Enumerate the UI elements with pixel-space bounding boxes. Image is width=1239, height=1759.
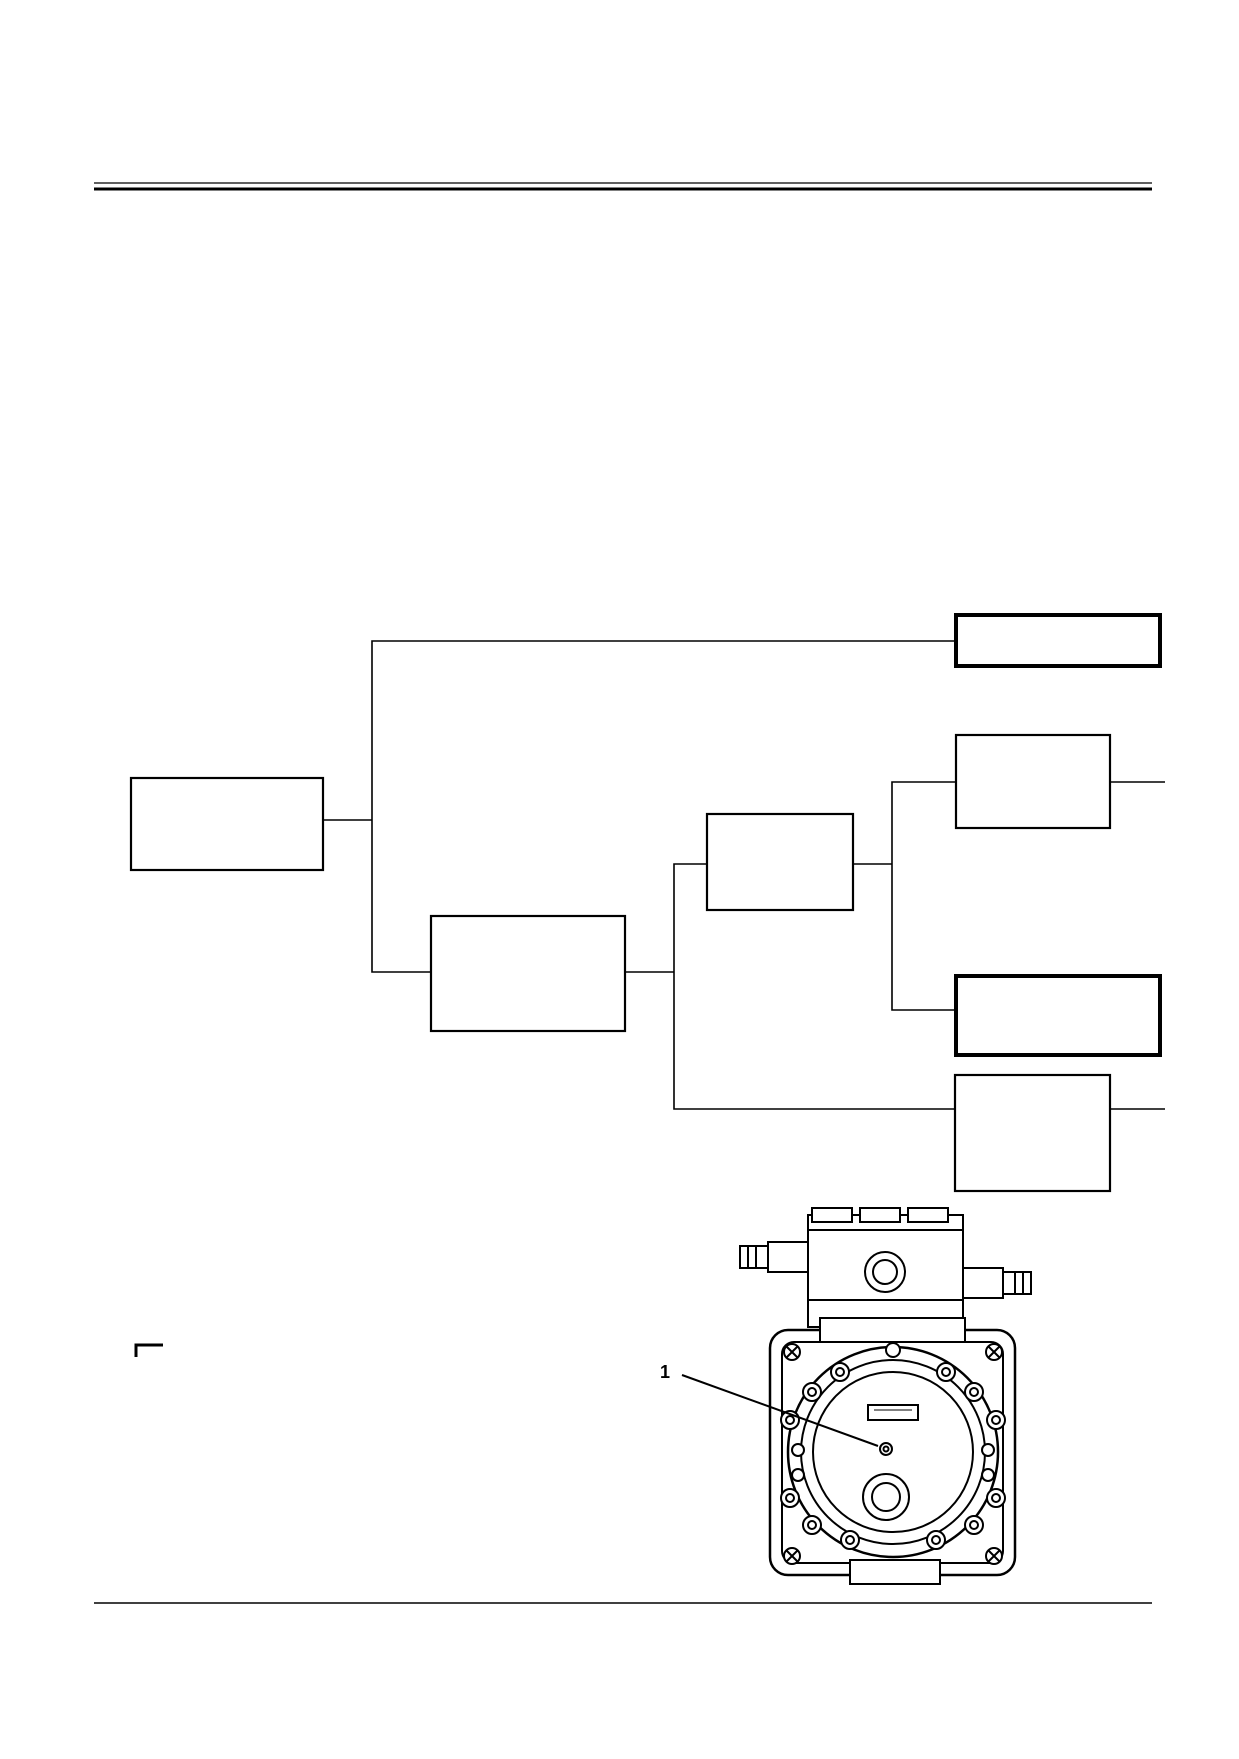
callout-label-1: 1: [660, 1362, 671, 1382]
pump-illustration: [739, 1207, 1032, 1585]
result-box-middle: [954, 974, 1162, 1057]
left-fitting: [739, 1241, 809, 1273]
result-box-top: [954, 613, 1162, 668]
right-fitting: [962, 1267, 1032, 1299]
upper-box: [705, 812, 855, 912]
callout-leader-1: [681, 1374, 879, 1447]
connector-upper-branches: [891, 781, 956, 1011]
mid-box: [429, 914, 627, 1033]
branch-box-upper: [954, 733, 1112, 830]
root-box: [129, 776, 325, 872]
branch-box-lower: [953, 1073, 1112, 1193]
ring-bolts: [780, 1342, 1006, 1550]
flowchart-boxes: [129, 613, 1162, 1193]
corner-bolts: [783, 1343, 1003, 1565]
name-plate: [867, 1404, 919, 1421]
connector-root-branches: [371, 640, 956, 973]
connector-mid-branches: [673, 863, 955, 1110]
flowchart-connectors: [323, 640, 1165, 1110]
header-rule: [94, 182, 1152, 191]
corner-mark: [134, 1343, 163, 1357]
